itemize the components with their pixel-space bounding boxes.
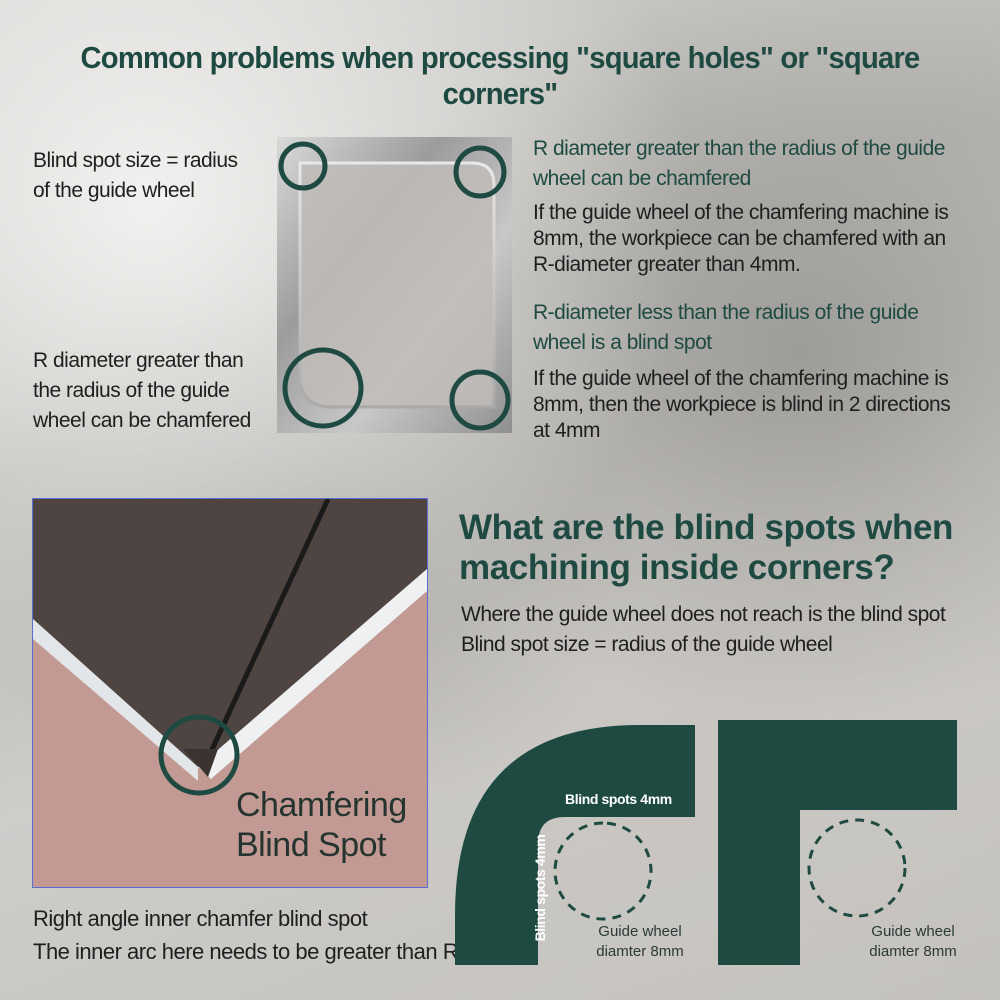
bottom-left-text: Right angle inner chamfer blind spot The…: [33, 906, 470, 964]
right-block2-heading: R-diameter less than the radius of the g…: [533, 301, 919, 354]
corner-ring-top-left: [278, 141, 328, 191]
blind-spots-vertical-label: Blind spots 4mm: [532, 834, 548, 942]
diagram1-caption: Guide wheel diamter 8mm: [596, 923, 684, 960]
right-block1-body: If the guide wheel of the chamfering mac…: [533, 201, 949, 276]
section2-text: Where the guide wheel does not reach is …: [461, 603, 946, 656]
chamfer-photo: Chamfering Blind Spot: [32, 498, 428, 888]
sharp-corner-diagram: [718, 720, 957, 965]
section2-heading: What are the blind spots when machining …: [459, 508, 953, 587]
corner-ring-bottom-left: [282, 347, 364, 429]
blind-spot-ring: [158, 714, 240, 796]
left-note-bottom: R diameter greater than the radius of th…: [33, 349, 251, 432]
diagram2-caption: Guide wheel diamter 8mm: [869, 923, 957, 960]
blind-spots-horizontal-label: Blind spots 4mm: [565, 791, 672, 807]
chamfer-photo-image: [33, 499, 427, 887]
corner-ring-bottom-right: [449, 369, 511, 431]
right-block1-heading: R diameter greater than the radius of th…: [533, 137, 945, 190]
corner-ring-top-right: [453, 145, 507, 199]
left-note-top: Blind spot size = radius of the guide wh…: [33, 149, 238, 202]
rounded-corner-diagram: [455, 725, 695, 965]
square-hole-illustration: [277, 137, 512, 433]
right-block2-body: If the guide wheel of the chamfering mac…: [533, 367, 951, 442]
page-title: Common problems when processing "square …: [80, 40, 921, 111]
chamfer-blind-spot-label: Chamfering Blind Spot: [236, 786, 407, 864]
